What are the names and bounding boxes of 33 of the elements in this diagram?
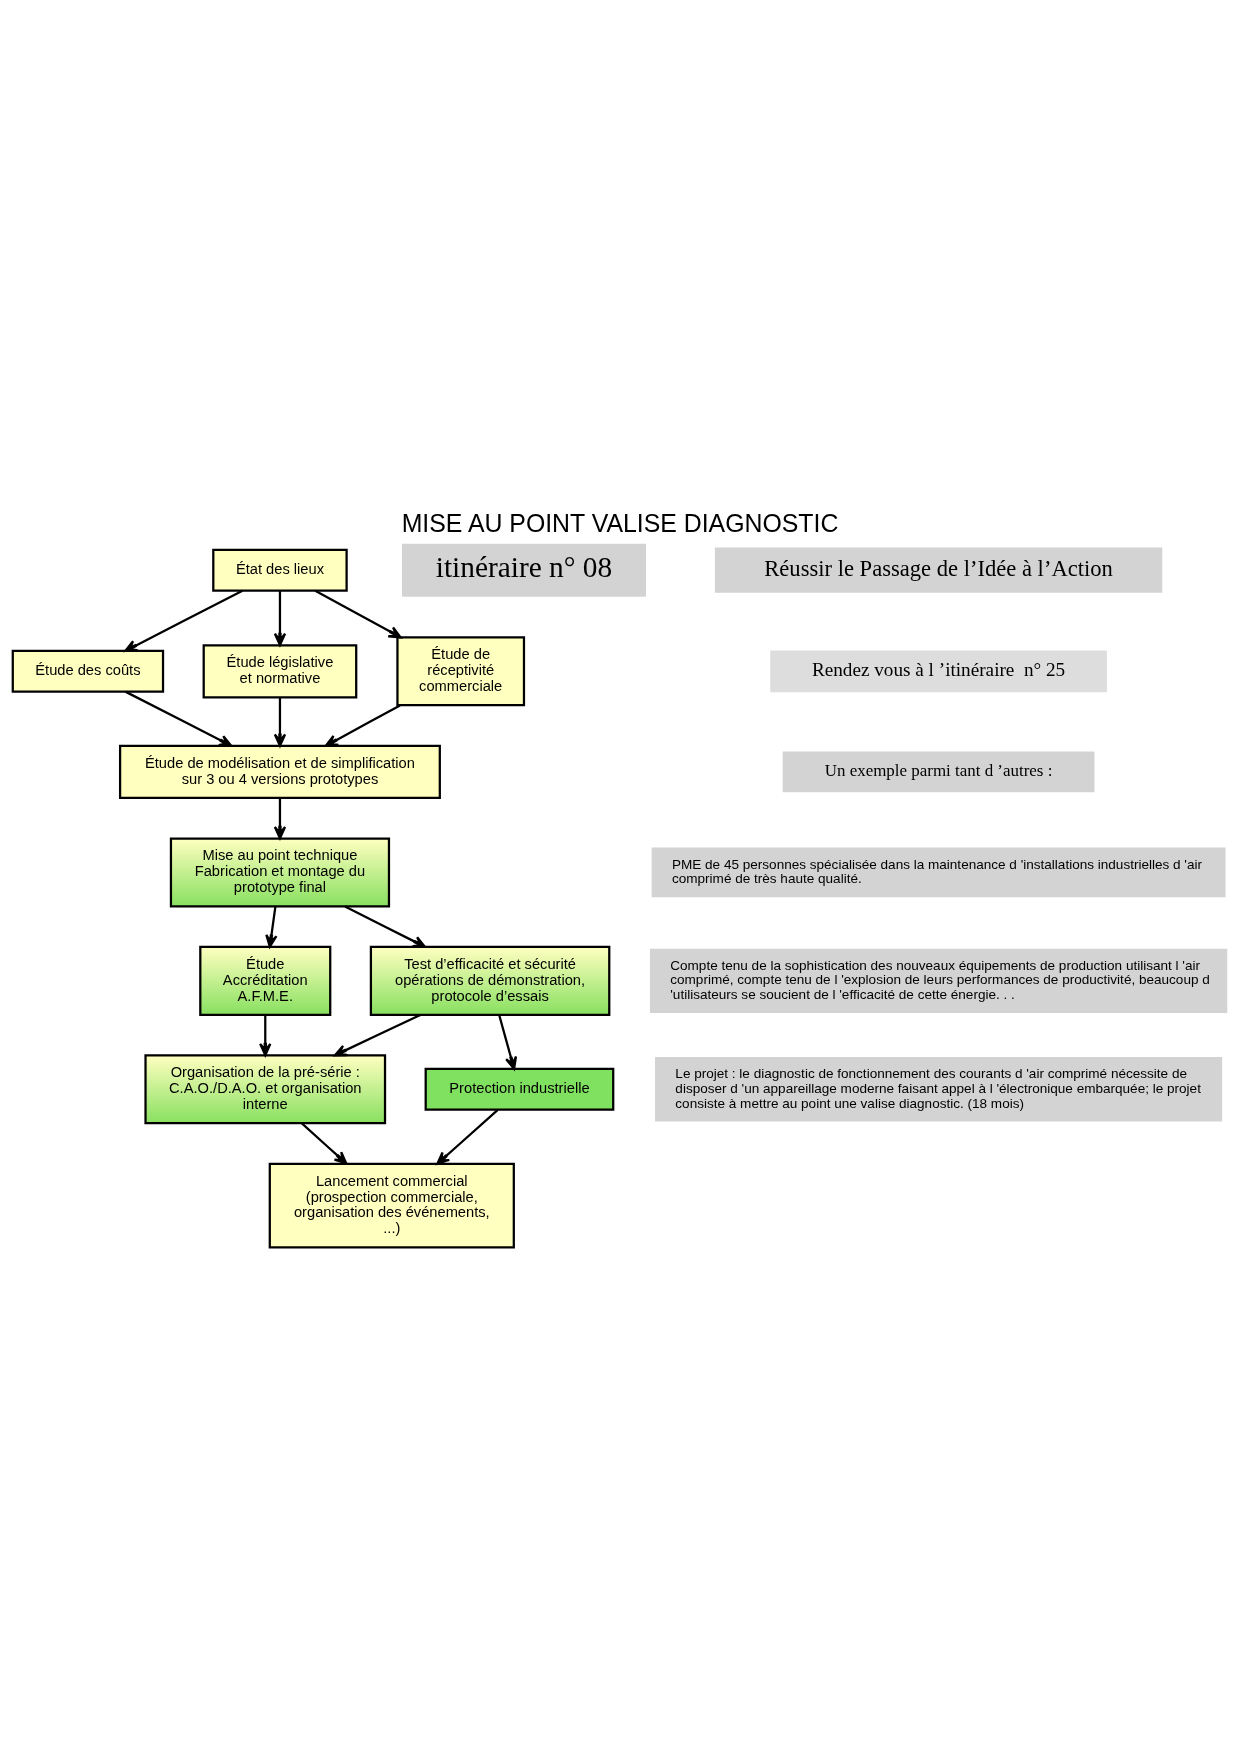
node-box: Étude de modélisation et de simplification sur 3 ou 4 versions prototypes — [118, 744, 441, 799]
label: itinéraire n° 08 — [435, 550, 613, 583]
arrow — [273, 797, 287, 839]
arrow — [265, 905, 278, 948]
node-box: Test d’efficacité et sécurité opérations de démonstration, protocole d’essais — [369, 945, 611, 1016]
arrow — [273, 697, 287, 747]
label: Rendez vous à l ’itinéraire n° 25 — [811, 658, 1066, 680]
node-box: Organisation de la pré-série : C.A.O./D.A.O. et organisation interne — [144, 1053, 387, 1124]
arrow — [436, 1108, 499, 1165]
arrow — [498, 1014, 518, 1070]
node-box: Protection industrielle — [424, 1067, 615, 1111]
arrow — [324, 703, 401, 747]
arrow — [273, 590, 287, 646]
arrow — [314, 589, 402, 638]
label: Le projet : le diagnostic de fonctionnement des courants d 'air comprimé nécessite de disposer d 'un appareillage moderne faisant appel à l 'électronique embarquée; le projet consiste à mettre au point une valise diagnostic. (18 mois) — [675, 1065, 1201, 1111]
node-box: Étude législative et normative — [202, 643, 358, 698]
node-box: Étude de réceptivité commerciale — [396, 635, 526, 706]
node-box: Mise au point technique Fabrication et montage du prototype final — [169, 836, 391, 907]
arrow — [259, 1014, 272, 1056]
node-box: Étude des coûts — [11, 649, 165, 693]
node-box: Étude Accréditation A.F.M.E. — [199, 945, 332, 1016]
label: Compte tenu de la sophistication des nouveaux équipements de production utilisant l 'air comprimé, compte tenu de l 'explosion de leurs performances de productivité, beaucoup d 'utilisateurs se soucient de l 'efficacité de cette énergie. . . — [670, 957, 1210, 1002]
node-box: Lancement commercial (prospection commerciale, organisation des événements, ...) — [268, 1162, 515, 1249]
diagram-title: MISE AU POINT VALISE DIAGNOSTIC — [401, 509, 839, 537]
label: Un exemple parmi tant d ’autres : — [824, 760, 1053, 780]
arrow — [344, 904, 427, 948]
arrow — [301, 1122, 348, 1165]
label: PME de 45 personnes spécialisée dans la maintenance d 'installations industrielles d 'air comprimé de très haute qualité. — [671, 856, 1203, 886]
arrow — [333, 1013, 421, 1056]
label: Réussir le Passage de l’Idée à l’Action — [764, 555, 1113, 581]
arrow — [124, 589, 243, 652]
node-box: État des lieux — [212, 548, 348, 592]
arrow — [125, 690, 233, 747]
